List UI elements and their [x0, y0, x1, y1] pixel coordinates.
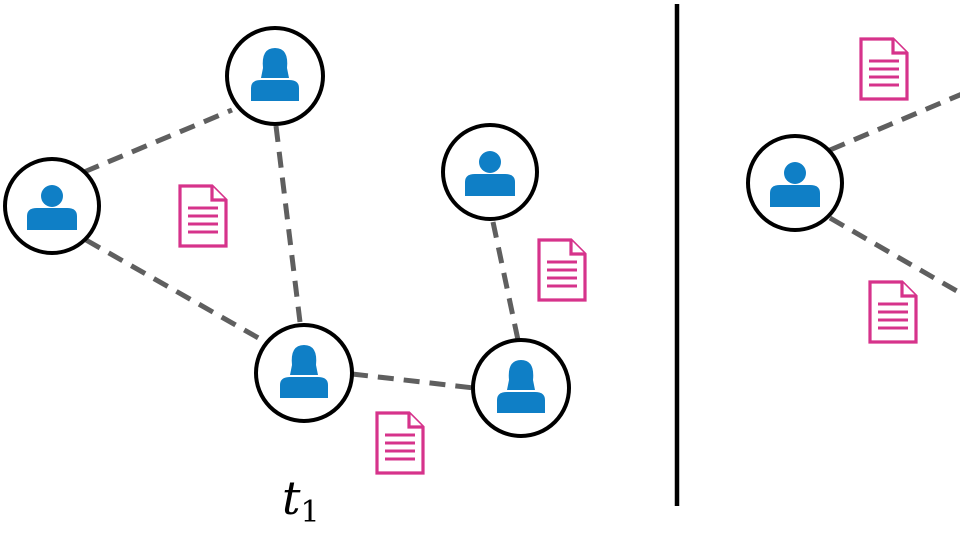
edges	[828, 92, 960, 296]
document-icon	[178, 184, 228, 248]
edges	[83, 107, 521, 391]
time-label: t1	[282, 471, 320, 530]
edge-u2-u3	[273, 125, 303, 323]
document-icon	[859, 37, 909, 101]
user-icon	[770, 162, 820, 207]
edge-r1-offscreen-top	[829, 92, 960, 153]
time-label-main: t	[282, 471, 301, 525]
time-label-subscript: 1	[301, 495, 320, 530]
document-icon	[537, 238, 587, 302]
user-node	[746, 134, 844, 232]
user-female-icon	[251, 48, 299, 101]
right-panel	[746, 37, 960, 344]
user-icon	[465, 151, 515, 196]
edge-u1-u3	[84, 237, 264, 343]
user-node	[3, 157, 101, 255]
user-node	[471, 338, 571, 438]
user-node	[254, 323, 354, 423]
user-icon	[27, 185, 77, 230]
left-panel: t1	[3, 26, 587, 530]
edge-u4-u5	[490, 221, 521, 341]
user-node	[225, 26, 325, 126]
document-icon	[868, 280, 918, 344]
user-female-icon	[280, 345, 328, 398]
user-female-icon	[497, 360, 545, 413]
edge-u1-u2	[83, 107, 233, 175]
user-node	[441, 123, 539, 221]
edge-u3-u5	[351, 371, 475, 391]
document-icon	[375, 411, 425, 475]
